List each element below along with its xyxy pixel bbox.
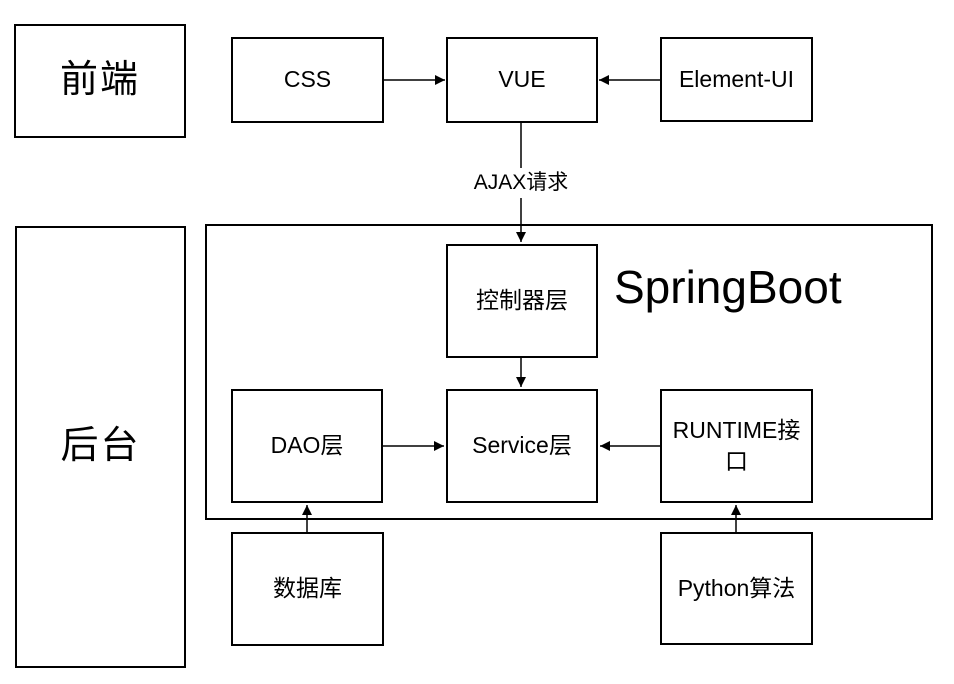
node-backend: 后台 xyxy=(15,226,186,668)
node-vue-label: VUE xyxy=(498,66,546,93)
node-vue: VUE xyxy=(446,37,598,123)
node-runtime-label: RUNTIME接口 xyxy=(672,416,801,474)
node-database: 数据库 xyxy=(231,532,384,646)
node-css: CSS xyxy=(231,37,384,123)
node-frontend-label: 前端 xyxy=(59,59,140,102)
edge-label-ajax: AJAX请求 xyxy=(458,168,584,198)
node-element-ui: Element-UI xyxy=(660,37,813,122)
node-python: Python算法 xyxy=(660,532,813,645)
node-element-ui-label: Element-UI xyxy=(678,65,795,92)
springboot-container-title: SpringBoot xyxy=(614,261,842,313)
node-service-label: Service层 xyxy=(472,432,572,459)
node-dao-label: DAO层 xyxy=(270,432,344,459)
node-controller: 控制器层 xyxy=(446,244,598,358)
node-frontend: 前端 xyxy=(14,24,186,138)
node-python-label: Python算法 xyxy=(677,574,796,601)
springboot-container xyxy=(205,224,933,520)
node-service: Service层 xyxy=(446,389,598,503)
node-backend-label: 后台 xyxy=(60,425,141,468)
node-dao: DAO层 xyxy=(231,389,383,503)
node-database-label: 数据库 xyxy=(273,575,342,602)
node-css-label: CSS xyxy=(283,66,332,93)
node-controller-label: 控制器层 xyxy=(476,287,568,314)
node-runtime: RUNTIME接口 xyxy=(660,389,813,503)
